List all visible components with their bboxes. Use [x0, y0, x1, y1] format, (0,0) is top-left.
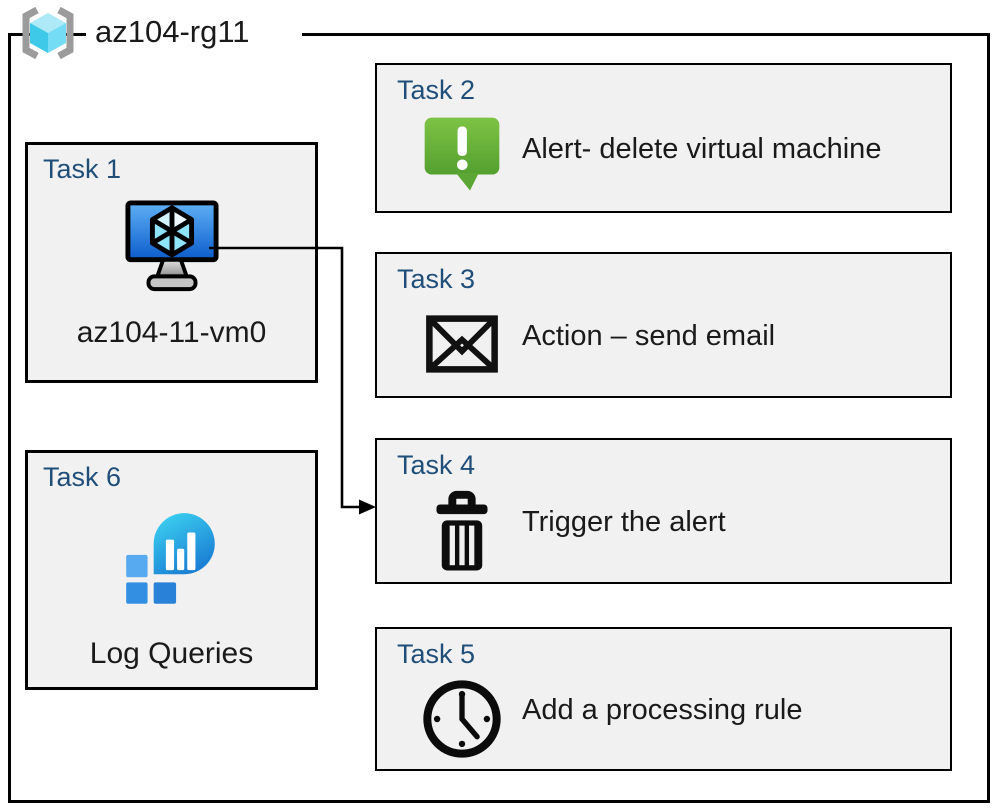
task1-heading: Task 1 — [43, 154, 122, 184]
task5-heading: Task 5 — [397, 639, 476, 669]
task3-box: Task 3 Action – send email — [375, 252, 952, 398]
task1-label: az104-11-vm0 — [76, 316, 267, 349]
task3-label: Action – send email — [522, 319, 776, 352]
virtual-machine-icon — [28, 199, 315, 295]
task6-label: Log Queries — [89, 637, 254, 670]
log-analytics-icon — [28, 504, 315, 616]
email-icon — [422, 294, 502, 394]
task2-heading: Task 2 — [397, 75, 476, 105]
task5-label: Add a processing rule — [522, 693, 803, 726]
task6-heading: Task 6 — [43, 462, 122, 492]
task4-heading: Task 4 — [397, 450, 476, 480]
resource-group-label: az104-rg11 — [86, 8, 302, 56]
clock-icon — [422, 669, 502, 769]
task3-heading: Task 3 — [397, 264, 476, 294]
alert-icon — [422, 105, 502, 205]
task2-label: Alert- delete virtual machine — [522, 132, 882, 165]
task2-box: Task 2 Alert- delete virtual machine — [375, 63, 952, 213]
task4-label: Trigger the alert — [522, 505, 726, 538]
trash-icon — [422, 480, 502, 580]
resource-group-icon — [22, 6, 74, 60]
task4-box: Task 4 Trigger the alert — [375, 438, 952, 584]
task1-box: Task 1 az104-11-vm — [25, 142, 318, 383]
task6-box: Task 6 Log Queries — [25, 450, 318, 690]
task5-box: Task 5 Add a processing rule — [375, 627, 952, 771]
